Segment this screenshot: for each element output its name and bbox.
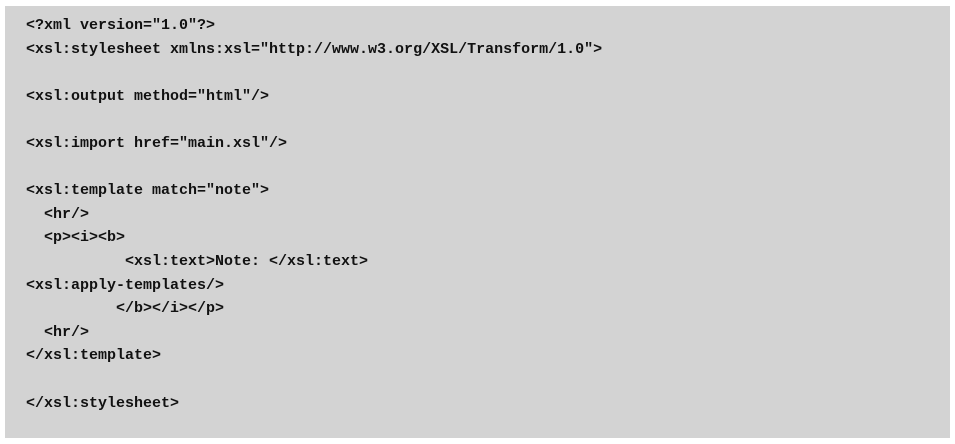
code-line-7 bbox=[26, 156, 950, 180]
code-line-2: <xsl:stylesheet xmlns:xsl="http://www.w3… bbox=[26, 40, 603, 58]
code-line-16 bbox=[26, 368, 950, 392]
code-line-12: <xsl:apply-templates/> bbox=[26, 276, 225, 294]
code-line-3 bbox=[26, 61, 950, 85]
code-line-4: <xsl:output method="html"/> bbox=[26, 87, 270, 105]
code-block: <?xml version="1.0"?> <xsl:stylesheet xml… bbox=[26, 14, 950, 415]
code-line-14: <hr/> bbox=[26, 323, 90, 341]
code-line-6: <xsl:import href="main.xsl"/> bbox=[26, 134, 288, 152]
code-line-9: <hr/> bbox=[26, 205, 90, 223]
code-panel: <?xml version="1.0"?> <xsl:stylesheet xml… bbox=[5, 6, 950, 438]
code-line-11: <xsl:text>Note: </xsl:text> bbox=[26, 252, 369, 270]
code-line-13: </b></i></p> bbox=[26, 300, 225, 318]
code-line-15: </xsl:template> bbox=[26, 347, 162, 365]
code-line-10: <p><i><b> bbox=[26, 229, 126, 247]
code-line-1: <?xml version="1.0"?> bbox=[26, 17, 216, 34]
code-line-5 bbox=[26, 108, 950, 132]
code-line-17: </xsl:stylesheet> bbox=[26, 394, 180, 412]
code-line-8: <xsl:template match="note"> bbox=[26, 182, 270, 200]
